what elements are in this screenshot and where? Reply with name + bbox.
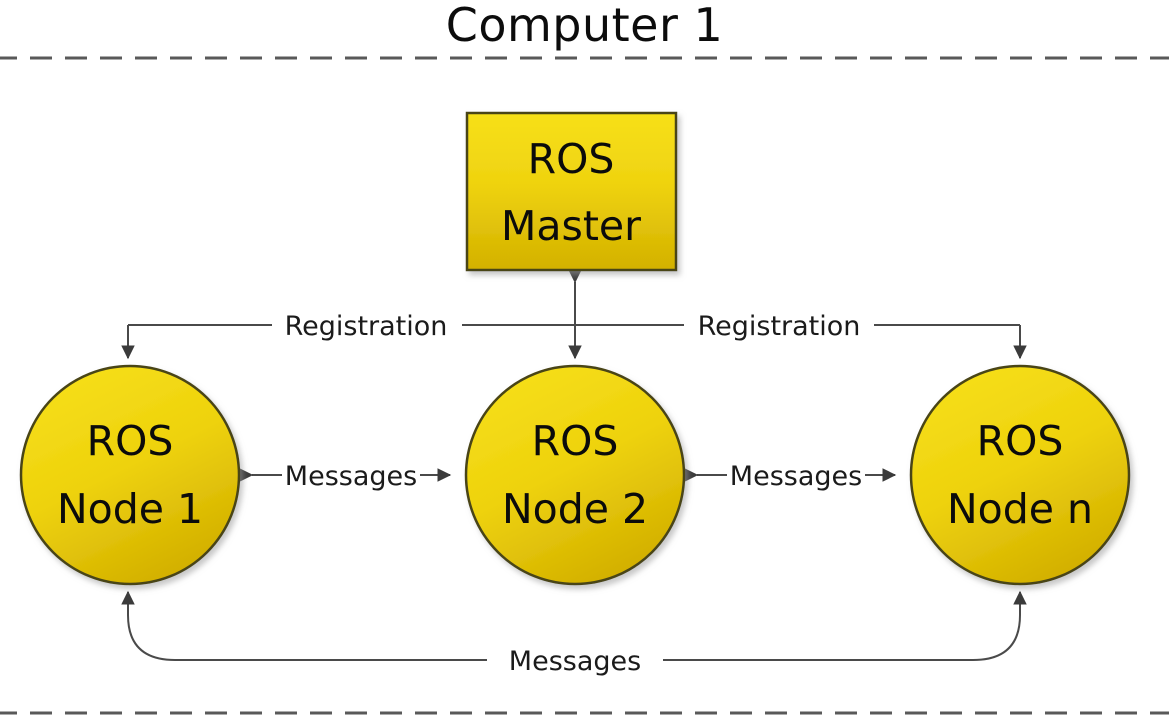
edge-label-registration-right: Registration: [698, 311, 861, 342]
edge-messages-bottom-left: [121, 590, 487, 661]
edge-label-messages-left: Messages: [285, 461, 417, 492]
edge-label-registration-left: Registration: [285, 311, 448, 342]
node-ros-node-2[interactable]: ROS Node 2: [464, 364, 686, 586]
edge-label-messages-bottom: Messages: [509, 646, 641, 677]
ros-node-1-label-line2: Node 1: [57, 485, 203, 533]
node-ros-node-1[interactable]: ROS Node 1: [19, 364, 241, 586]
ros-node-2-label-line1: ROS: [532, 417, 619, 465]
edge-messages-bottom-right: [663, 590, 1027, 661]
ros-node-1-shape[interactable]: [19, 364, 241, 586]
ros-node-n-label-line1: ROS: [977, 417, 1064, 465]
ros-master-label-line2: Master: [501, 202, 641, 250]
ros-master-label-line1: ROS: [528, 135, 615, 183]
node-ros-node-n[interactable]: ROS Node n: [909, 364, 1131, 586]
ros-node-1-label-line1: ROS: [87, 417, 174, 465]
ros-master-shape[interactable]: [465, 111, 678, 272]
node-ros-master[interactable]: ROS Master: [465, 111, 678, 272]
ros-node-n-label-line2: Node n: [947, 485, 1093, 533]
ros-node-2-shape[interactable]: [464, 364, 686, 586]
page-title: Computer 1: [445, 0, 724, 52]
ros-node-2-label-line2: Node 2: [502, 485, 648, 533]
ros-node-n-shape[interactable]: [909, 364, 1131, 586]
edge-label-messages-right: Messages: [730, 461, 862, 492]
